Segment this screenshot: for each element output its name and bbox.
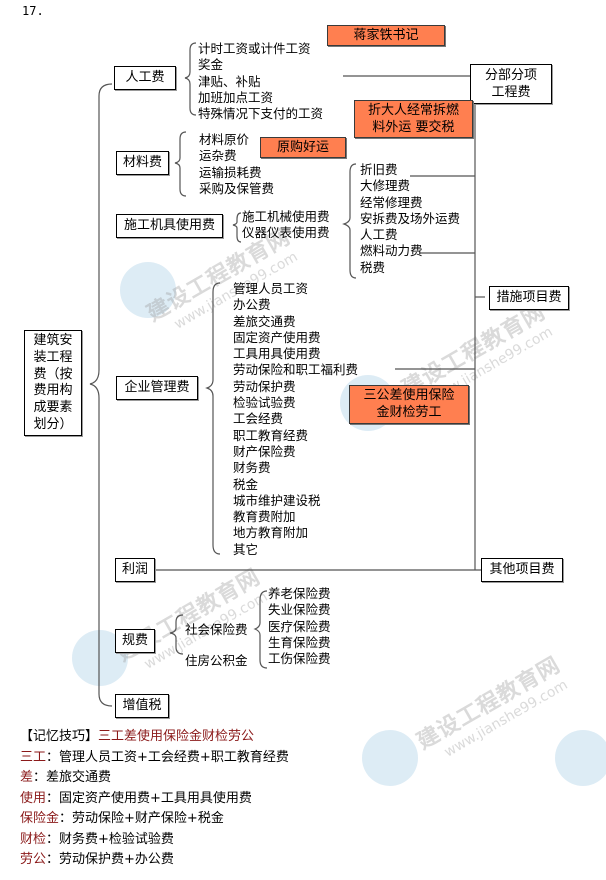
labor-cost-items: 计时工资或计件工资 奖金 津贴、补贴 加班加点工资 特殊情况下支付的工资 bbox=[198, 41, 323, 122]
mnemonic-management: 三公差使用保险 金财检劳工 bbox=[349, 385, 469, 424]
node-material-cost: 材料费 bbox=[116, 151, 169, 175]
list-item: 运杂费 bbox=[199, 148, 237, 164]
list-item: 材料原价 bbox=[199, 132, 250, 147]
memory-tip-row: 使用：固定资产使用费+工具用具使用费 bbox=[20, 790, 252, 806]
list-item: 经常修理费 bbox=[360, 194, 423, 210]
list-item: 燃料动力费 bbox=[360, 243, 423, 259]
list-item: 工具用具使用费 bbox=[233, 346, 321, 362]
list-item: 财产保险费 bbox=[233, 443, 296, 459]
list-item: 税费 bbox=[360, 259, 386, 275]
root-node-construction-cost: 建筑安 装工程 费（按 费用构 成要素 划分） bbox=[24, 330, 82, 436]
list-item: 办公费 bbox=[233, 297, 271, 313]
machinery-cost-items: 施工机械使用费 仪器仪表使用费 bbox=[242, 209, 330, 242]
node-management-cost: 企业管理费 bbox=[116, 376, 198, 400]
list-item: 教育费附加 bbox=[233, 509, 296, 525]
list-item: 采购及保管费 bbox=[199, 180, 275, 196]
memory-tip-title: 【记忆技巧】三工差使用保险金财检劳公 bbox=[20, 729, 255, 744]
memory-tip-row: 差：差旅交通费 bbox=[20, 770, 112, 785]
list-item: 特殊情况下支付的工资 bbox=[198, 106, 324, 122]
list-item: 管理人员工资 bbox=[233, 281, 309, 296]
material-cost-items: 材料原价 运杂费 运输损耗费 采购及保管费 bbox=[199, 132, 274, 197]
list-item: 医疗保险费 bbox=[268, 618, 331, 634]
list-item: 加班加点工资 bbox=[198, 89, 274, 105]
mnemonic-material: 原购好运 bbox=[260, 137, 346, 158]
question-number: 17. bbox=[22, 4, 44, 18]
list-item: 劳动保险和职工福利费 bbox=[233, 362, 359, 378]
memory-tip-row: 三工：管理人员工资+工会经费+职工教育经费 bbox=[20, 749, 289, 765]
list-item: 劳动保护费 bbox=[233, 378, 296, 394]
target-sub-project-cost: 分部分项 工程费 bbox=[470, 64, 552, 104]
list-item: 养老保险费 bbox=[268, 586, 331, 601]
node-machinery-cost: 施工机具使用费 bbox=[116, 214, 223, 238]
social-insurance-items: 养老保险费 失业保险费 医疗保险费 生育保险费 工伤保险费 bbox=[268, 586, 331, 667]
list-item: 津贴、补贴 bbox=[198, 73, 261, 89]
list-item: 运输损耗费 bbox=[199, 164, 262, 180]
list-item: 仪器仪表使用费 bbox=[242, 225, 330, 241]
fees-items: 社会保险费 住房公积金 bbox=[185, 620, 248, 668]
list-item: 奖金 bbox=[198, 57, 224, 73]
node-fees: 规费 bbox=[115, 629, 155, 653]
list-item: 人工费 bbox=[360, 227, 398, 243]
list-item: 社会保险费 bbox=[185, 622, 248, 637]
list-item: 工伤保险费 bbox=[268, 651, 331, 667]
machinery-sub-items: 折旧费 大修理费 经常修理费 安拆费及场外运费 人工费 燃料动力费 税费 bbox=[360, 162, 460, 276]
memory-tip: 【记忆技巧】三工差使用保险金财检劳公 三工：管理人员工资+工会经费+职工教育经费… bbox=[20, 727, 289, 871]
list-item: 其它 bbox=[233, 541, 259, 557]
list-item: 大修理费 bbox=[360, 178, 411, 194]
mnemonic-machinery: 折大人经常拆燃 料外运 要交税 bbox=[354, 100, 473, 138]
list-item: 住房公积金 bbox=[185, 653, 248, 668]
list-item: 固定资产使用费 bbox=[233, 329, 321, 345]
list-item: 地方教育附加 bbox=[233, 525, 309, 541]
list-item: 差旅交通费 bbox=[233, 313, 296, 329]
memory-tip-row: 财检：财务费+检验试验费 bbox=[20, 831, 174, 847]
management-cost-items: 管理人员工资 办公费 差旅交通费 固定资产使用费 工具用具使用费 劳动保险和职工… bbox=[233, 281, 358, 558]
mnemonic-labor: 蒋家铁书记 bbox=[327, 25, 445, 46]
list-item: 安拆费及场外运费 bbox=[360, 210, 461, 226]
list-item: 财务费 bbox=[233, 460, 271, 476]
list-item: 计时工资或计件工资 bbox=[198, 41, 311, 56]
list-item: 施工机械使用费 bbox=[242, 209, 330, 224]
memory-tip-row: 保险金：劳动保险+财产保险+税金 bbox=[20, 811, 224, 826]
list-item: 失业保险费 bbox=[268, 602, 331, 618]
node-vat: 增值税 bbox=[115, 694, 169, 718]
list-item: 生育保险费 bbox=[268, 634, 331, 650]
list-item: 税金 bbox=[233, 476, 259, 492]
list-item: 折旧费 bbox=[360, 162, 398, 177]
target-other-cost: 其他项目费 bbox=[481, 558, 563, 582]
list-item: 工会经费 bbox=[233, 411, 284, 427]
list-item: 城市维护建设税 bbox=[233, 492, 321, 508]
node-profit: 利润 bbox=[115, 558, 155, 582]
target-measures-cost: 措施项目费 bbox=[489, 286, 569, 310]
list-item: 检验试验费 bbox=[233, 395, 296, 411]
memory-tip-row: 劳公：劳动保护费+办公费 bbox=[20, 852, 174, 867]
node-labor-cost: 人工费 bbox=[114, 66, 176, 90]
list-item: 职工教育经费 bbox=[233, 427, 309, 443]
